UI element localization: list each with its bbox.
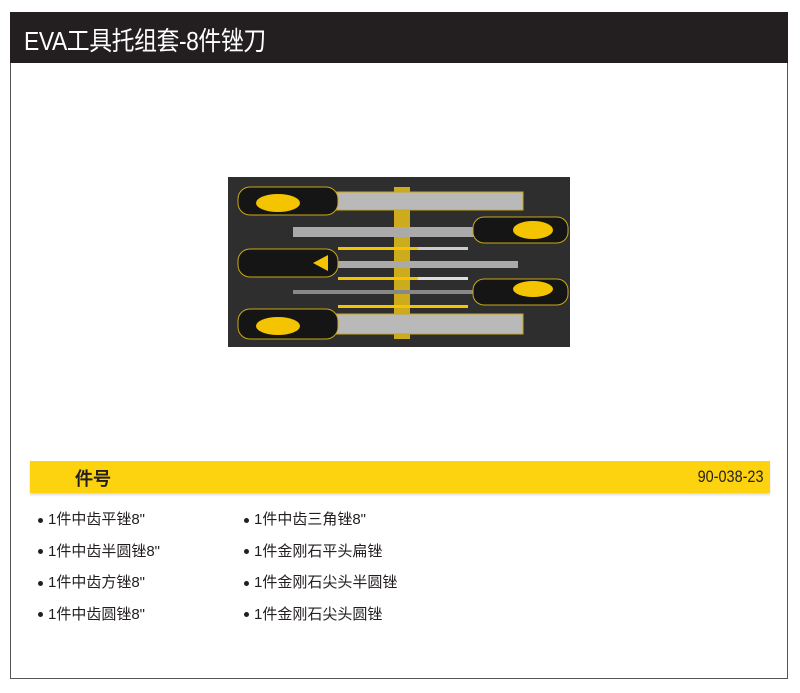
- list-item: 1件金刚石平头扁锉: [244, 540, 397, 572]
- bullet-icon: [244, 612, 249, 618]
- part-number-value: 90-038-23: [698, 467, 764, 486]
- bullet-icon: [38, 612, 43, 618]
- page-title: EVA工具托组套-8件锉刀: [24, 26, 266, 56]
- part-number-label: 件号: [75, 469, 111, 490]
- item-text: 1件中齿三角锉8": [254, 511, 367, 528]
- list-item: 1件金刚石尖头半圆锉: [244, 571, 397, 603]
- list-item: 1件中齿半圆锉8": [38, 540, 160, 572]
- bullet-icon: [244, 517, 249, 523]
- list-item: 1件中齿方锉8": [38, 571, 160, 603]
- list-item: 1件中齿平锉8": [38, 508, 160, 540]
- list-item: 1件中齿圆锉8": [38, 603, 160, 635]
- item-text: 1件中齿半圆锉8": [48, 542, 161, 560]
- item-text: 1件金刚石平头扁锉: [254, 542, 383, 560]
- list-item: 1件金刚石尖头圆锉: [244, 603, 397, 635]
- part-number-bar: 件号 90-038-23: [30, 461, 770, 493]
- item-text: 1件中齿方锉8": [48, 574, 146, 591]
- file-set-tray-image: [228, 177, 570, 347]
- bullet-icon: [38, 580, 43, 586]
- item-text: 1件中齿平锉8": [48, 511, 146, 528]
- bullet-icon: [244, 580, 249, 586]
- list-item: 1件中齿三角锉8": [244, 508, 397, 540]
- bullet-icon: [38, 517, 43, 523]
- item-text: 1件金刚石尖头圆锉: [254, 605, 383, 623]
- item-text: 1件金刚石尖头半圆锉: [254, 574, 398, 591]
- title-bar: EVA工具托组套-8件锉刀: [10, 12, 788, 63]
- bullet-icon: [244, 549, 249, 555]
- item-text: 1件中齿圆锉8": [48, 605, 146, 623]
- contents-list-right: 1件中齿三角锉8" 1件金刚石平头扁锉 1件金刚石尖头半圆锉 1件金刚石尖头圆锉: [244, 508, 397, 634]
- contents-list-left: 1件中齿平锉8" 1件中齿半圆锉8" 1件中齿方锉8" 1件中齿圆锉8": [38, 508, 160, 634]
- bullet-icon: [38, 549, 43, 555]
